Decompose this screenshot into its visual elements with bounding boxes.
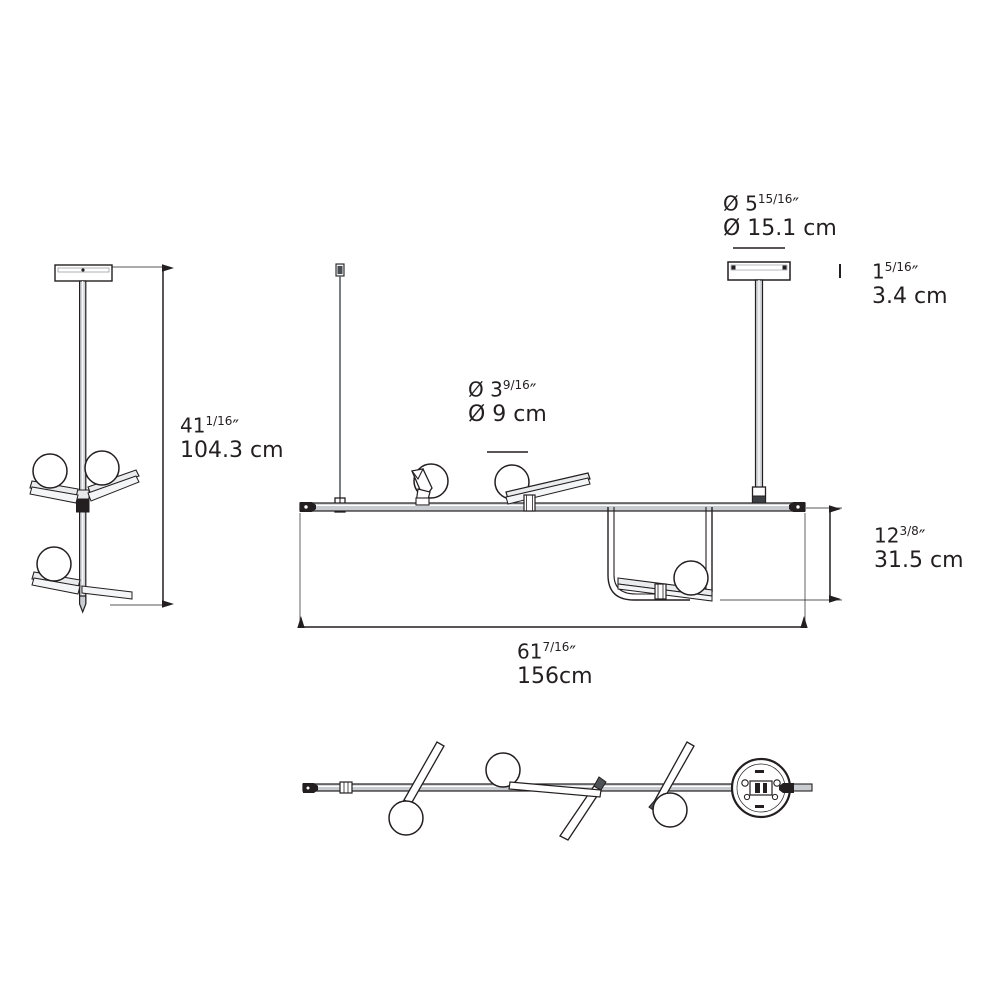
canopy-h-imperial-unit: ″ — [911, 262, 919, 284]
side-globe-lower — [36, 546, 72, 582]
drop-h-imperial-fraction: 3/8 — [899, 524, 919, 538]
plan-arm-1 — [388, 741, 445, 836]
u-drop-bracket — [607, 507, 713, 602]
side-globe-upper-right — [84, 450, 120, 486]
overall-w-imperial-unit: ″ — [569, 642, 577, 664]
globe-dia-imperial-unit: ″ — [529, 380, 537, 402]
canopy-dia-imperial-unit: ″ — [792, 194, 800, 216]
drop-h-imperial-value: 12 — [874, 523, 900, 548]
globe-dia-imperial-value: Ø 3 — [468, 377, 503, 402]
canopy-dia-metric: Ø 15.1 cm — [723, 216, 837, 242]
canopy-h-imperial-fraction: 5/16 — [884, 260, 912, 274]
front-globe-assembly-1 — [411, 463, 449, 506]
front-elevation-view — [297, 247, 842, 628]
overall-w-imperial-value: 61 — [517, 639, 543, 664]
dim-label-globe-diameter: Ø 39/16″ Ø 9 cm — [468, 378, 547, 428]
dim-label-canopy-diameter: Ø 515/16″ Ø 15.1 cm — [723, 192, 837, 242]
plan-arm-2 — [485, 752, 607, 841]
drop-h-metric: 31.5 cm — [874, 548, 964, 574]
globe-dia-metric: Ø 9 cm — [468, 402, 547, 428]
dim-label-drop-height: 123/8″ 31.5 cm — [874, 524, 964, 574]
suspension-cable — [334, 263, 346, 513]
canopy-dia-imperial-fraction: 15/16 — [757, 192, 793, 206]
dim-label-overall-height: 411/16″ 104.3 cm — [180, 414, 284, 464]
dim-label-overall-width: 617/16″ 156cm — [517, 640, 593, 690]
drop-h-imperial-unit: ″ — [918, 526, 926, 548]
side-globe-upper-left — [32, 453, 68, 489]
plan-arm-3 — [648, 741, 695, 828]
side-elevation-view — [29, 264, 174, 614]
front-globe-assembly-2 — [494, 464, 591, 512]
overall-w-imperial-fraction: 7/16 — [542, 640, 570, 654]
canopy-h-imperial-value: 1 — [872, 259, 885, 284]
front-globe-drop — [673, 560, 709, 596]
plan-view — [302, 741, 813, 841]
overall-h-imperial-value: 41 — [180, 413, 206, 438]
overall-h-imperial-fraction: 1/16 — [205, 414, 233, 428]
canopy-h-metric: 3.4 cm — [872, 284, 948, 310]
canopy-dia-imperial-value: Ø 5 — [723, 191, 758, 216]
globe-dia-imperial-fraction: 9/16 — [502, 378, 530, 392]
side-arm-upper-right — [87, 469, 140, 502]
dim-label-canopy-height: 15/16″ 3.4 cm — [872, 260, 948, 310]
horizontal-rod — [299, 502, 806, 512]
canopy-front — [727, 261, 791, 505]
overall-h-metric: 104.3 cm — [180, 438, 284, 464]
plan-canopy — [730, 757, 813, 819]
overall-w-metric: 156cm — [517, 664, 593, 690]
overall-h-imperial-unit: ″ — [232, 416, 240, 438]
